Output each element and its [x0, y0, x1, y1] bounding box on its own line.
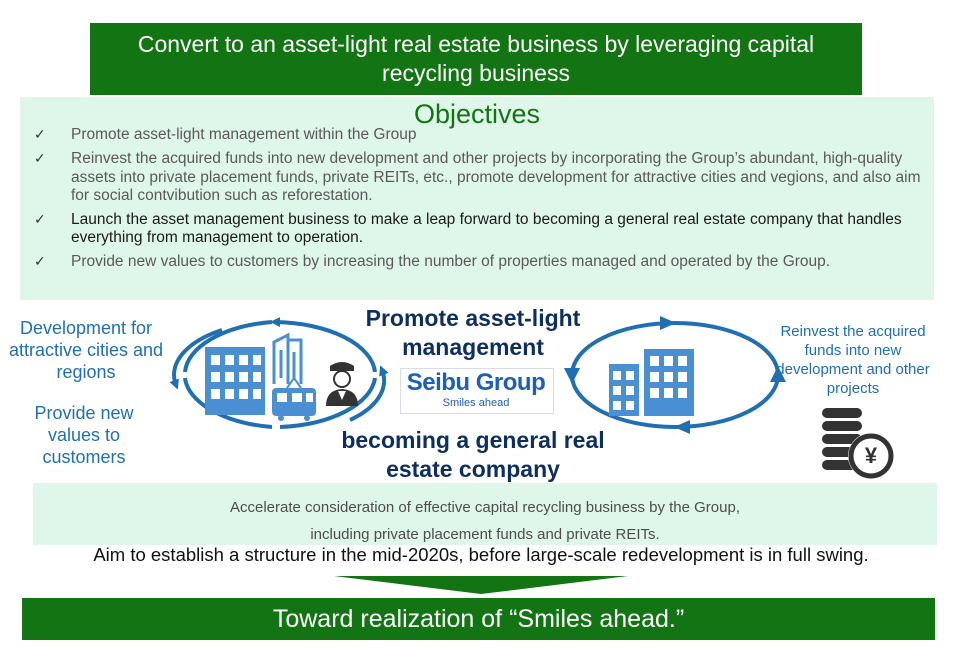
arrow-head: [770, 366, 786, 382]
left-label-values: Provide new values to customers: [34, 403, 134, 467]
list-item: ✓ Provide new values to customers by inc…: [34, 253, 924, 272]
logo-text: Seibu Group: [406, 369, 546, 396]
objectives-title: Objectives: [413, 99, 541, 129]
check-icon: ✓: [34, 151, 46, 167]
accelerate-text: Accelerate consideration of effective ca…: [33, 494, 937, 548]
list-item: ✓ Promote asset-light management within …: [34, 126, 924, 145]
arrow-head: [674, 420, 690, 434]
center-heading-bottom: becoming a general real estate company: [341, 427, 605, 482]
check-icon: ✓: [34, 253, 46, 270]
list-item: ✓ Launch the asset management business t…: [34, 211, 924, 248]
objective-text: Reinvest the acquired funds into new dev…: [71, 150, 921, 204]
office-building-icon: [272, 332, 303, 384]
objectives-panel: [20, 97, 934, 300]
office-building-icon: [205, 347, 265, 415]
check-icon: ✓: [34, 211, 46, 228]
accelerate-panel: [33, 483, 937, 545]
left-label-development: Development for attractive cities and re…: [8, 318, 164, 382]
objective-text: Launch the asset management business to …: [71, 210, 902, 247]
train-icon: [272, 376, 316, 421]
yen-coin-icon: [848, 433, 894, 479]
station-staff-icon: [326, 362, 358, 406]
header-banner: Convert to an asset-light real estate bu…: [90, 23, 862, 95]
yen-symbol: ¥: [864, 443, 878, 468]
list-item: ✓ Reinvest the acquired funds into new d…: [34, 150, 924, 206]
arrow-head: [564, 368, 580, 384]
objectives-list: ✓ Promote asset-light management within …: [34, 122, 924, 277]
logo-tagline: Smiles ahead: [442, 397, 510, 409]
office-building-icon: [609, 349, 694, 416]
footer-title: Toward realization of “Smiles ahead.”: [272, 604, 685, 633]
footer-banner: Toward realization of “Smiles ahead.”: [22, 598, 935, 640]
seibu-group-logo: [400, 368, 554, 414]
check-icon: ✓: [34, 127, 46, 143]
center-heading-top: Promote asset-light management: [365, 305, 581, 360]
accelerate-line-2: including private placement funds and pr…: [310, 526, 660, 543]
arrow-head: [660, 316, 676, 330]
accelerate-line-1: Accelerate consideration of effective ca…: [230, 499, 740, 516]
aim-statement: Aim to establish a structure in the mid-…: [93, 544, 869, 565]
header-title: Convert to an asset-light real estate bu…: [137, 31, 815, 86]
down-arrow-icon: [334, 576, 628, 594]
objective-text: Provide new values to customers by incre…: [71, 252, 831, 270]
objective-text: Promote asset-light management within th…: [71, 126, 417, 143]
right-label-reinvest: Reinvest the acquired funds into new dev…: [776, 323, 930, 397]
